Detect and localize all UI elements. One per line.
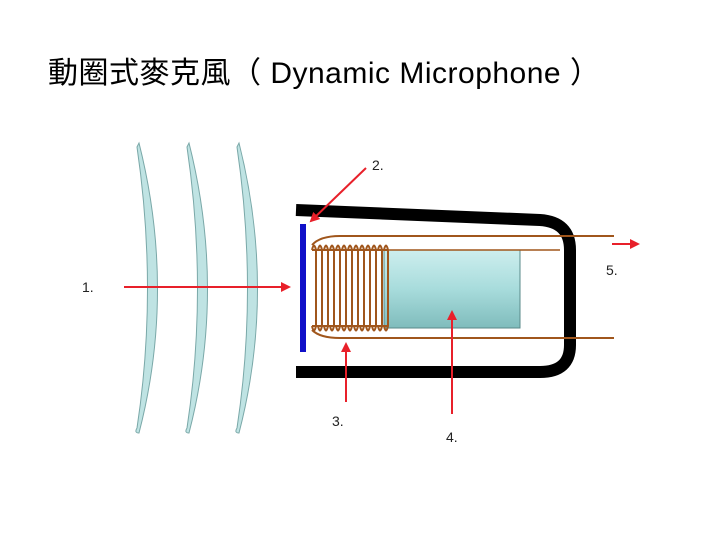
label-3: 3. — [332, 413, 344, 429]
title-close: ） — [569, 56, 601, 91]
sound-waves — [135, 141, 258, 434]
sound-wave-2 — [185, 141, 208, 434]
slide-title: 動圈式麥克風（ Dynamic Microphone ） — [48, 48, 600, 92]
arrows — [124, 167, 640, 414]
title-cjk: 動圈式麥克風（ — [48, 56, 262, 91]
arrow-2 — [309, 167, 367, 223]
microphone-housing — [295, 204, 576, 378]
label-5: 5. — [606, 262, 618, 278]
sound-wave-3 — [235, 141, 258, 434]
diaphragm — [300, 224, 306, 352]
label-4: 4. — [446, 429, 458, 445]
label-1: 1. — [82, 279, 94, 295]
voice-coil — [311, 244, 389, 332]
label-2: 2. — [372, 157, 384, 173]
coil-wires — [311, 235, 614, 339]
sound-wave-1 — [135, 141, 158, 434]
title-latin: Dynamic Microphone — [261, 57, 570, 90]
